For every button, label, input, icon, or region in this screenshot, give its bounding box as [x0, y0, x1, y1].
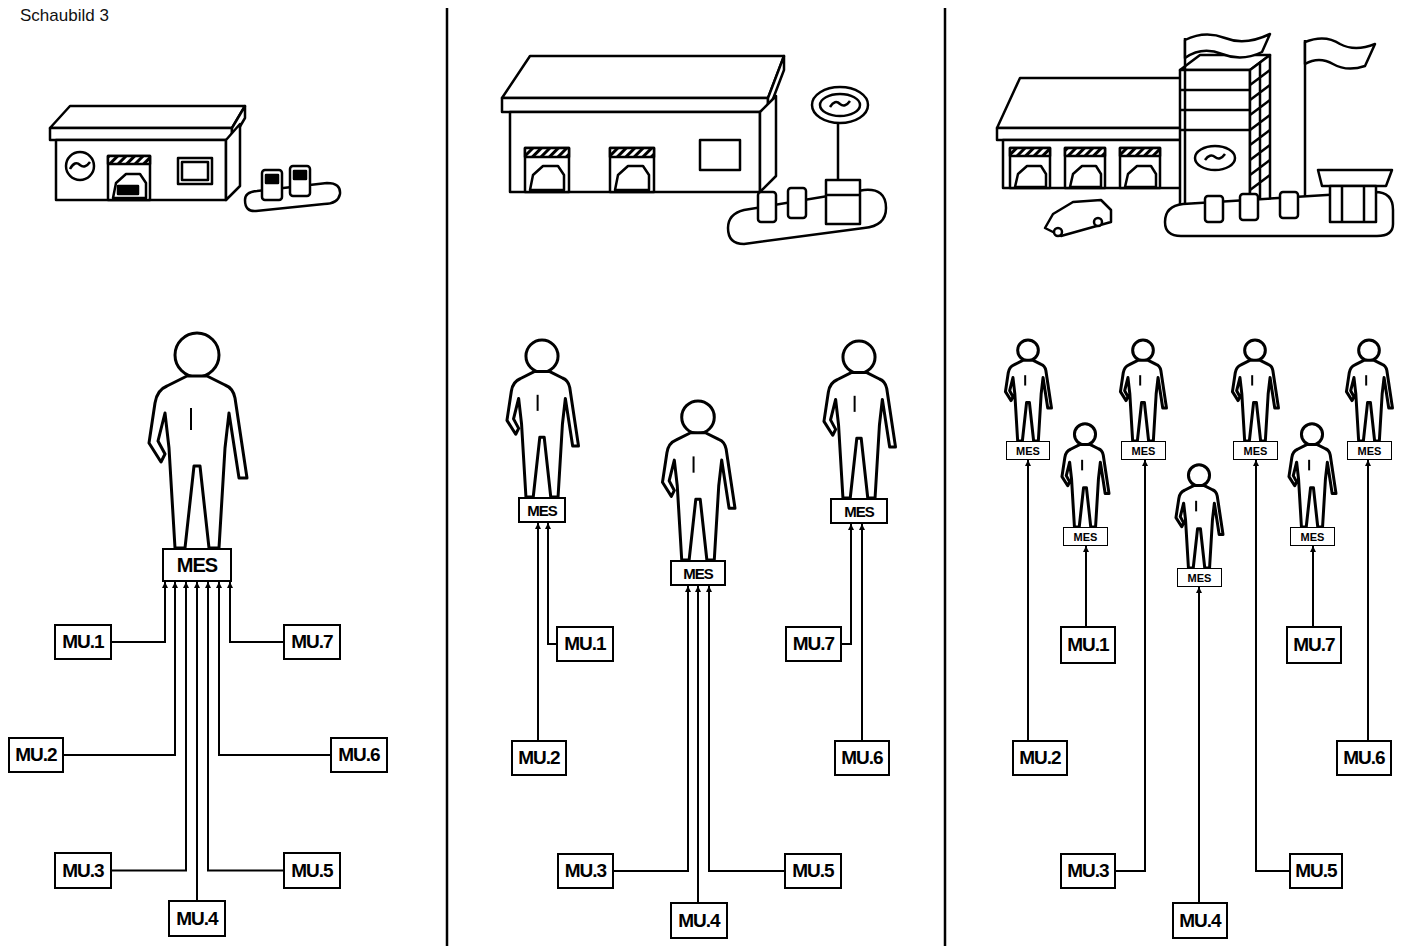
- mu-box: MU.1: [556, 626, 614, 662]
- box-label: MES: [683, 565, 713, 582]
- mu-box: MU.3: [1060, 853, 1116, 889]
- mu-box: MU.7: [1286, 626, 1342, 664]
- mes-box: MES: [1233, 441, 1278, 460]
- mu-box: MU.6: [834, 740, 890, 776]
- box-label: MU.5: [792, 860, 833, 882]
- mes-box: MES: [162, 548, 232, 582]
- box-label: MES: [844, 503, 874, 520]
- mes-box: MES: [518, 497, 566, 523]
- box-label: MU.6: [338, 744, 379, 766]
- box-label: MU.7: [793, 633, 834, 655]
- flow-arrow: [709, 586, 784, 871]
- box-label: MU.3: [62, 860, 103, 882]
- flow-arrow: [219, 582, 330, 755]
- small-gas-station: [50, 106, 340, 211]
- flow-arrow: [196, 582, 198, 900]
- flow-arrow: [697, 586, 699, 902]
- flow-arrow: [1198, 587, 1200, 902]
- box-label: MU.7: [1293, 634, 1334, 656]
- box-label: MES: [1074, 531, 1098, 543]
- box-label: MU.5: [291, 860, 332, 882]
- flow-arrow: [112, 582, 165, 642]
- box-label: MU.2: [15, 744, 56, 766]
- flow-arrow: [1312, 546, 1314, 626]
- box-label: MU.3: [565, 860, 606, 882]
- box-label: MES: [1301, 531, 1325, 543]
- flow-arrow: [842, 524, 851, 644]
- box-label: MU.4: [176, 908, 217, 930]
- box-label: MES: [1358, 445, 1382, 457]
- mes-box: MES: [1347, 441, 1392, 460]
- mu-box: MU.2: [1012, 740, 1068, 776]
- mu-box: MU.1: [54, 624, 112, 660]
- mu-box: MU.5: [283, 852, 341, 889]
- flow-arrow: [64, 582, 175, 755]
- mu-box: MU.4: [670, 902, 728, 939]
- mes-box: MES: [830, 498, 888, 524]
- box-label: MU.2: [518, 747, 559, 769]
- box-label: MES: [177, 554, 217, 577]
- flow-arrow: [1085, 546, 1087, 626]
- medium-gas-station: [502, 56, 886, 244]
- mu-box: MU.6: [330, 737, 388, 773]
- box-label: MU.7: [291, 631, 332, 653]
- box-label: MU.1: [1067, 634, 1108, 656]
- large-gas-station: [997, 34, 1393, 236]
- box-label: MU.3: [1067, 860, 1108, 882]
- mes-box: MES: [1290, 527, 1335, 546]
- flow-arrow: [1027, 460, 1029, 740]
- flow-arrow: [614, 586, 688, 871]
- mes-box: MES: [670, 560, 726, 586]
- mu-box: MU.1: [1060, 626, 1116, 664]
- mu-box: MU.2: [8, 737, 64, 773]
- flow-arrow: [1367, 460, 1369, 740]
- mes-box: MES: [1063, 527, 1108, 546]
- mu-box: MU.4: [168, 900, 226, 937]
- flow-arrow: [1116, 460, 1145, 871]
- box-label: MES: [1244, 445, 1268, 457]
- flow-arrow: [112, 582, 186, 871]
- figure-title: Schaubild 3: [20, 6, 109, 26]
- box-label: MU.4: [1179, 910, 1220, 932]
- mu-box: MU.6: [1336, 740, 1392, 776]
- mes-box: MES: [1177, 568, 1222, 587]
- mu-box: MU.5: [784, 853, 842, 889]
- mu-box: MU.5: [1289, 853, 1343, 889]
- flow-arrow: [537, 523, 539, 740]
- mu-box: MU.7: [785, 626, 842, 662]
- flow-arrow: [230, 582, 283, 642]
- box-label: MES: [527, 502, 557, 519]
- box-label: MU.4: [678, 910, 719, 932]
- mu-box: MU.3: [54, 852, 112, 889]
- box-label: MU.1: [564, 633, 605, 655]
- mu-box: MU.2: [511, 740, 567, 776]
- mu-box: MU.3: [557, 853, 614, 889]
- box-label: MES: [1132, 445, 1156, 457]
- box-label: MES: [1016, 445, 1040, 457]
- box-label: MU.1: [62, 631, 103, 653]
- mes-box: MES: [1121, 441, 1166, 460]
- person-figure: [149, 333, 1393, 568]
- box-label: MU.2: [1019, 747, 1060, 769]
- mu-box: MU.7: [283, 624, 341, 660]
- box-label: MU.6: [1343, 747, 1384, 769]
- flow-arrow: [1256, 460, 1289, 871]
- box-label: MU.6: [841, 747, 882, 769]
- mes-box: MES: [1006, 441, 1050, 460]
- box-label: MU.5: [1295, 860, 1336, 882]
- mu-box: MU.4: [1172, 902, 1228, 939]
- flow-arrow: [861, 524, 863, 740]
- panel-divider: [447, 8, 945, 946]
- box-label: MES: [1188, 572, 1212, 584]
- flow-arrow: [548, 523, 556, 644]
